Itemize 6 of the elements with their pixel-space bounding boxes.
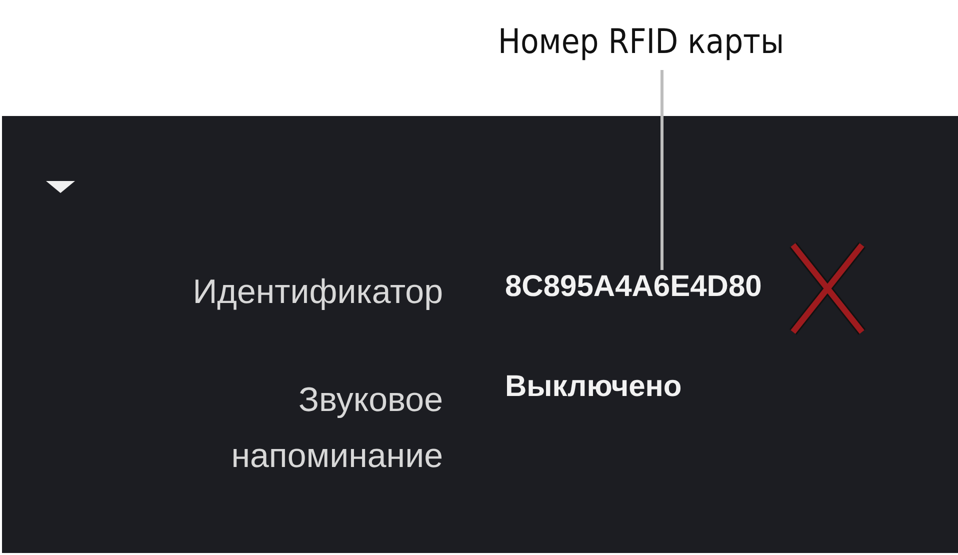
setting-label: Звуковое напоминание: [230, 380, 443, 477]
callout-text: Номер RFID карты: [498, 22, 784, 62]
identifier-value: 8C895A4A6E4D80: [505, 270, 762, 304]
leader-line: [660, 70, 664, 270]
setting-label: Идентификатор: [192, 272, 443, 313]
setting-value: Выключено: [505, 370, 682, 404]
